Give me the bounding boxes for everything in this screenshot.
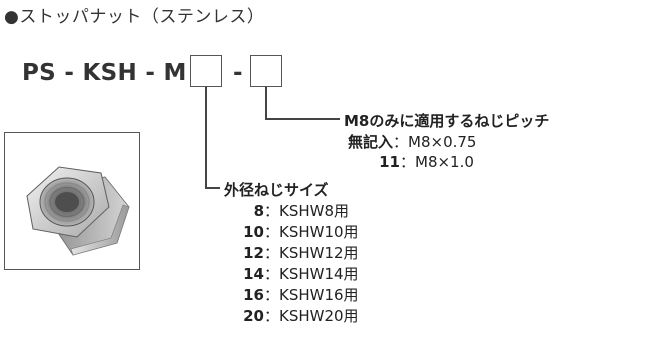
diameter-section-title: 外径ねじサイズ: [224, 181, 329, 199]
product-photo: [4, 132, 140, 270]
diameter-leader-horizontal: [205, 187, 220, 189]
diameter-option-code: 10: [243, 223, 264, 241]
diameter-option-code: 14: [243, 265, 264, 283]
part-code-prefix: PS - KSH - M: [22, 60, 187, 86]
pitch-option-value: ：M8×0.75: [393, 133, 477, 151]
part-code-separator: -: [233, 60, 243, 86]
diameter-code-box: [190, 55, 222, 87]
hex-nut-illustration: [26, 166, 130, 256]
pitch-option-row: 無記入：M8×0.75: [348, 131, 476, 152]
diameter-option-row: 10：KSHW10用: [218, 221, 359, 242]
diameter-option-row: 12：KSHW12用: [218, 242, 359, 263]
diameter-option-value: ：KSHW14用: [264, 265, 359, 283]
diameter-option-code: 20: [243, 307, 264, 325]
pitch-section-title: M8のみに適用するねじピッチ: [344, 112, 550, 130]
diameter-option-value: ：KSHW16用: [264, 286, 359, 304]
diameter-option-row: 20：KSHW20用: [218, 305, 359, 326]
diameter-leader-vertical: [205, 87, 207, 188]
diameter-option-code: 12: [243, 244, 264, 262]
pitch-leader-horizontal: [265, 118, 340, 120]
section-heading: ●ストッパナット（ステンレス）: [4, 7, 265, 27]
diameter-option-row: 14：KSHW14用: [218, 263, 359, 284]
pitch-option-value: ：M8×1.0: [400, 153, 474, 171]
pitch-leader-vertical: [265, 87, 267, 119]
pitch-code-box: [250, 55, 282, 87]
diameter-option-row: 8：KSHW8用: [218, 200, 349, 221]
pitch-option-row: 11：M8×1.0: [348, 151, 474, 172]
pitch-option-code: 11: [379, 153, 400, 171]
diameter-option-code: 8: [253, 202, 264, 220]
diameter-option-value: ：KSHW8用: [264, 202, 350, 220]
pitch-option-code: 無記入: [348, 133, 394, 151]
diameter-option-value: ：KSHW10用: [264, 223, 359, 241]
diameter-option-value: ：KSHW20用: [264, 307, 359, 325]
diameter-option-row: 16：KSHW16用: [218, 284, 359, 305]
diameter-option-value: ：KSHW12用: [264, 244, 359, 262]
diameter-option-code: 16: [243, 286, 264, 304]
